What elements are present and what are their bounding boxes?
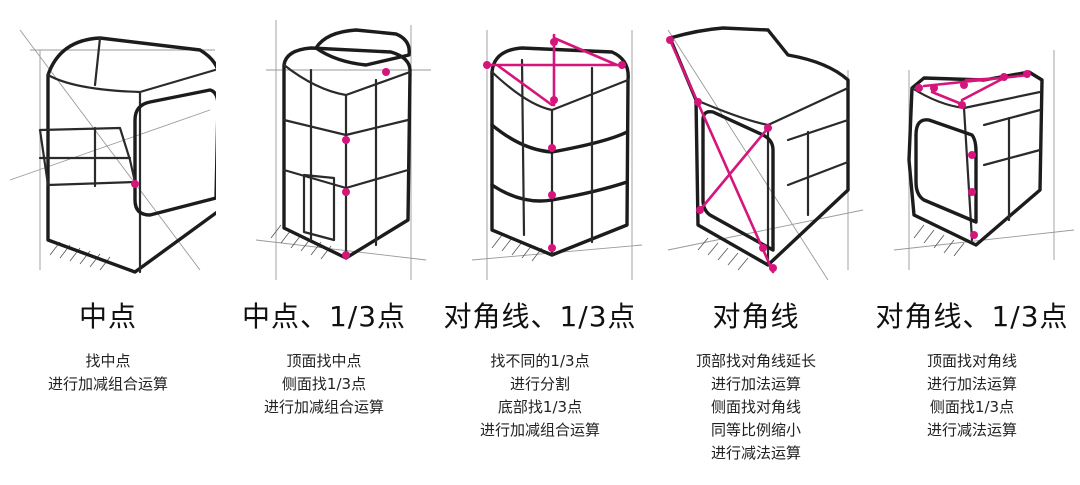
diagonal-dot [915,84,923,92]
panel-title: 对角线 [712,300,800,333]
diagonal-dot [960,81,968,89]
panel-description: 顶面找对角线 进行加法运算 侧面找1/3点 进行减法运算 [864,350,1080,442]
third-point-dot [970,231,978,239]
third-point-dot [548,244,556,252]
diagonal-dot [764,124,772,132]
panel-description: 顶部找对角线延长 进行加法运算 侧面找对角线 同等比例缩小 进行减法运算 [648,350,864,465]
sketch-box-midpoint [9,29,216,274]
description-line: 顶面找中点 [286,352,362,370]
third-point-dot [548,144,556,152]
sketch-box-midpoint-third [255,20,431,280]
third-point-dot [342,251,350,259]
panel-description: 顶面找中点 侧面找1/3点 进行加减组合运算 [216,350,432,419]
diagonal-dot [769,264,777,272]
description-line: 顶面找对角线 [926,352,1017,370]
diagonal-dot [1000,73,1008,81]
diagonal-dot [958,101,966,109]
diagonal-dot [550,96,558,104]
description-line: 侧面找对角线 [710,398,801,416]
panel-description: 找不同的1/3点 进行分割 底部找1/3点 进行加减组合运算 [432,350,648,442]
panel-title: 对角线、1/3点 [443,300,637,333]
description-line: 同等比例缩小 [710,421,801,439]
description-line: 进行加减组合运算 [479,421,600,439]
sketch-box-diagonal-third-2 [893,50,1075,270]
description-line: 进行减法运算 [926,421,1017,439]
diagonal-dot [483,61,491,69]
description-line: 进行加法运算 [926,375,1017,393]
third-point-dot [968,151,976,159]
description-line: 进行加减组合运算 [47,375,168,393]
diagonal-dot [618,61,626,69]
sketch-box-diagonal [666,26,864,281]
midpoint-dot [131,180,139,188]
third-point-dot [342,136,350,144]
diagonal-dot [1023,70,1031,78]
panel-diagonal-third-2: 对角线、1/3点 顶面找对角线 进行加法运算 侧面找1/3点 进行减法运算 [864,0,1080,485]
third-point-dot [968,188,976,196]
third-point-dot [548,191,556,199]
third-point-dot [342,188,350,196]
description-line: 侧面找1/3点 [281,375,367,393]
description-line: 底部找1/3点 [497,398,583,416]
description-line: 侧面找1/3点 [929,398,1015,416]
description-line: 找不同的1/3点 [490,352,590,370]
diagonal-dot [694,98,702,106]
diagonal-dot [930,84,938,92]
description-line: 进行减法运算 [710,444,801,462]
midpoint-dot [382,68,390,76]
diagonal-dot [696,206,704,214]
panel-title: 中点 [78,300,137,333]
sketch-box-diagonal-third [471,30,643,280]
diagonal-dot [550,38,558,46]
description-line: 进行加法运算 [710,375,801,393]
panel-description: 找中点 进行加减组合运算 [0,350,216,396]
description-line: 找中点 [85,352,131,370]
description-line: 顶部找对角线延长 [695,352,816,370]
panel-title: 对角线、1/3点 [875,300,1069,333]
panel-diagonal: 对角线 顶部找对角线延长 进行加法运算 侧面找对角线 同等比例缩小 进行减法运算 [648,0,864,485]
description-line: 进行加减组合运算 [263,398,384,416]
panel-midpoint: 中点 找中点 进行加减组合运算 [0,0,216,485]
diagonal-dot [666,36,674,44]
description-line: 进行分割 [509,375,570,393]
diagonal-dot [759,244,767,252]
panel-title: 中点、1/3点 [241,300,407,333]
panel-midpoint-third: 中点、1/3点 顶面找中点 侧面找1/3点 进行加减组合运算 [216,0,432,485]
panel-diagonal-third: 对角线、1/3点 找不同的1/3点 进行分割 底部找1/3点 进行加减组合运算 [432,0,648,485]
